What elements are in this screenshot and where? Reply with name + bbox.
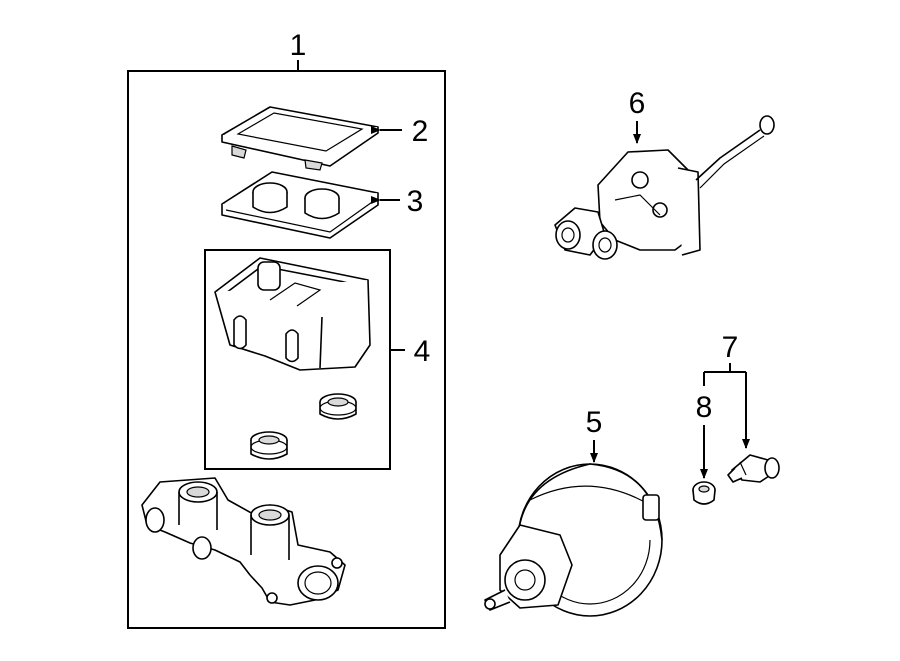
part-3-diaphragm: 3	[221, 171, 424, 239]
callout-1: 1	[290, 29, 307, 62]
master-cylinder-body	[141, 477, 346, 606]
callout-2: 2	[412, 115, 429, 148]
callout-7: 7	[722, 331, 739, 364]
callout-3: 3	[407, 185, 424, 218]
callout-4: 4	[414, 335, 431, 368]
part-6-hydraulic-booster: 6	[554, 87, 775, 260]
part-4-reservoir-group: 4	[204, 249, 431, 470]
callout-8: 8	[696, 391, 713, 424]
part-5-brake-booster: 5	[484, 406, 663, 617]
assembly-1-frame	[127, 70, 446, 629]
part-4-frame	[204, 249, 391, 470]
callout-5: 5	[586, 406, 603, 439]
part-7-8-group: 7 8	[692, 331, 780, 505]
part-2-reservoir-cap: 2	[221, 106, 429, 171]
callout-6: 6	[629, 87, 646, 120]
assembly-1-group: 1	[127, 29, 446, 629]
